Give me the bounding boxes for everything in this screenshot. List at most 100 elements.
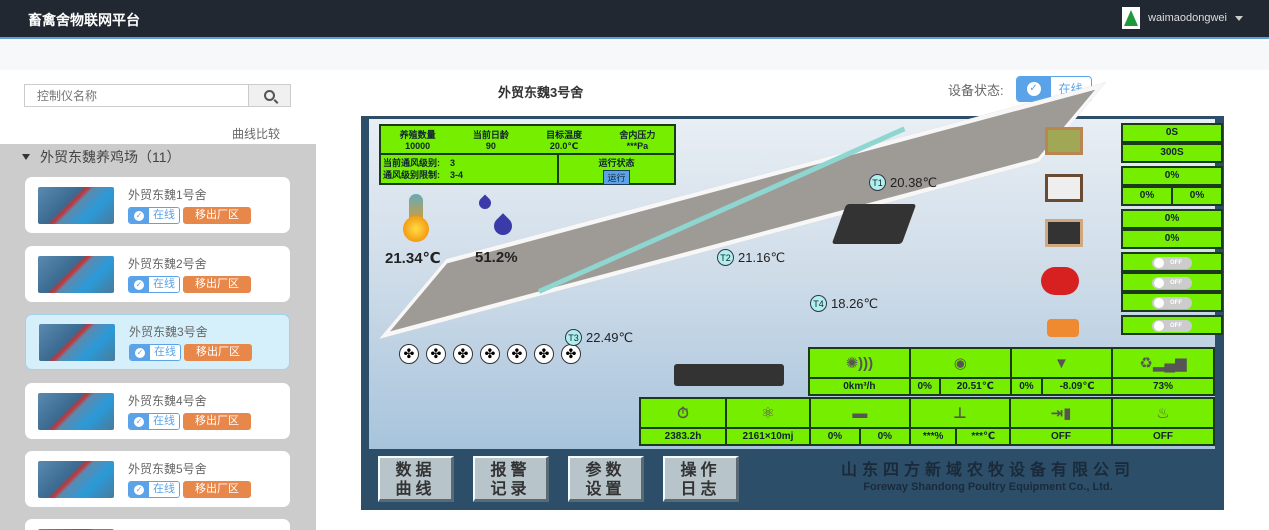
farm-group-header[interactable]: 外贸东魏养鸡场（11） [0, 144, 316, 170]
check-icon: ✓ [135, 347, 145, 358]
parameter-settings-button[interactable]: 参数设置 [568, 456, 644, 502]
house-name: 外贸东魏1号舍 [128, 188, 207, 202]
run-state-button[interactable]: 运行 [603, 170, 630, 185]
company-name-cn: 山东四方新域农牧设备有限公司 [841, 462, 1136, 479]
valve-temp: ***℃ [955, 427, 1011, 446]
inlet-window-icon[interactable] [1045, 127, 1083, 155]
controller-device[interactable] [674, 364, 784, 386]
company-logo-icon [1122, 7, 1141, 29]
check-icon: ✓ [134, 279, 144, 290]
right-status-grid: 0S 300S 0% 0%0% 0% 0% OFF OFF OFF OFF [1121, 123, 1223, 335]
timer-toggle[interactable]: OFF [1152, 320, 1192, 332]
online-badge: ✓在线 [128, 481, 180, 498]
data-curve-button[interactable]: 数据曲线 [378, 456, 454, 502]
pad-temp: -8.09℃ [1041, 377, 1113, 396]
door-opening-2: 0% [1164, 233, 1180, 244]
info-label: 养殖数量 [399, 130, 436, 140]
curve-compare-link[interactable]: 曲线比较 [232, 127, 281, 141]
run-state-label: 运行状态 [598, 158, 635, 168]
blower-icon: ◉ [908, 347, 1012, 379]
door-state: OFF [1009, 427, 1113, 446]
bottom-status-lower: ⏱ ⚛ ▬ ⊥ ⇥▮ ♨ 2383.2h 2161×10mj 0% 0% ***… [639, 397, 1215, 446]
heater-toggle-3[interactable]: OFF [1152, 297, 1192, 309]
fan-icon[interactable]: ✤ [453, 344, 473, 364]
fan-icon[interactable]: ✤ [561, 344, 581, 364]
fan-icon[interactable]: ✤ [399, 344, 419, 364]
vent-limit-value: 3-4 [450, 170, 464, 180]
energy-value: 2161×10mj [725, 427, 811, 446]
check-icon: ✓ [134, 210, 144, 221]
fan-icon[interactable]: ✤ [426, 344, 446, 364]
check-icon: ✓ [134, 416, 144, 427]
house-card[interactable]: 外贸东魏2号舍 ✓在线移出厂区 [25, 246, 290, 302]
house-thumbnail [38, 528, 114, 530]
search-input[interactable] [25, 85, 248, 106]
check-icon: ✓ [1026, 82, 1041, 96]
house-card[interactable] [25, 519, 290, 530]
house-thumbnail [38, 392, 114, 430]
alarm-record-button[interactable]: 报警记录 [473, 456, 549, 502]
company-branding: 山东四方新域农牧设备有限公司 Foreway Shandong Poultry … [841, 456, 1135, 493]
heat-exchanger-device[interactable] [831, 204, 917, 244]
indoor-humidity: 51.2% [475, 249, 518, 266]
search-icon [264, 90, 275, 101]
energy-icon: ⚛ [725, 397, 811, 429]
chevron-down-icon[interactable] [1235, 15, 1243, 21]
company-name-en: Foreway Shandong Poultry Equipment Co., … [863, 481, 1113, 493]
remove-from-farm-button[interactable]: 移出厂区 [183, 276, 251, 293]
remove-from-farm-button[interactable]: 移出厂区 [184, 344, 252, 361]
tunnel-door-icon[interactable] [1045, 219, 1083, 247]
runtime-value: 2383.2h [639, 427, 727, 446]
panel-a: 0% [809, 427, 861, 446]
remove-from-farm-button[interactable]: 移出厂区 [183, 413, 251, 430]
door-icon: ⇥▮ [1009, 397, 1113, 429]
house-card-selected[interactable]: 外贸东魏3号舍 ✓在线移出厂区 [25, 314, 290, 370]
fan-icon[interactable]: ✤ [507, 344, 527, 364]
window-right: 0% [1171, 188, 1221, 204]
app-title: 畜禽舍物联网平台 [28, 12, 140, 28]
remove-from-farm-button[interactable]: 移出厂区 [183, 207, 251, 224]
heater-toggle-1[interactable]: OFF [1152, 257, 1192, 269]
fan-icon[interactable]: ✤ [480, 344, 500, 364]
house-card[interactable]: 外贸东魏1号舍 ✓在线移出厂区 [25, 177, 290, 233]
house-card[interactable]: 外贸东魏5号舍 ✓在线移出厂区 [25, 451, 290, 507]
online-badge: ✓在线 [128, 276, 180, 293]
operation-log-button[interactable]: 操作日志 [663, 456, 739, 502]
caret-down-icon [22, 154, 30, 160]
indoor-temperature: 21.34℃ [385, 250, 441, 267]
timer-icon[interactable] [1047, 319, 1079, 337]
top-navbar: 畜禽舍物联网平台 waimaodongwei [0, 0, 1269, 39]
airflow-icon: ✺))) [808, 347, 911, 379]
house-name: 外贸东魏5号舍 [128, 462, 207, 476]
side-window-icon[interactable] [1045, 174, 1083, 202]
online-badge: ✓在线 [128, 413, 180, 430]
thermometer-icon [403, 194, 429, 242]
valve-icon: ⊥ [908, 397, 1012, 429]
blower-percent: 0% [908, 377, 941, 396]
remove-from-farm-button[interactable]: 移出厂区 [183, 481, 251, 498]
heater-icon[interactable] [1041, 267, 1079, 295]
heater-state: OFF [1111, 427, 1215, 446]
house-card[interactable]: 外贸东魏4号舍 ✓在线移出厂区 [25, 383, 290, 439]
username: waimaodongwei [1148, 12, 1227, 24]
fan-icon[interactable]: ✤ [534, 344, 554, 364]
search-button[interactable] [248, 85, 290, 106]
heating-icon: ♨ [1111, 397, 1215, 429]
house-name: 外贸东魏2号舍 [128, 257, 207, 271]
cooling-pad-icon: ▼ [1009, 347, 1114, 379]
info-value: 90 [485, 141, 496, 151]
device-status-label: 设备状态: [948, 82, 1004, 98]
heater-toggle-2[interactable]: OFF [1152, 277, 1192, 289]
user-menu[interactable]: waimaodongwei [1122, 7, 1243, 29]
cycle-total-time: 300S [1160, 147, 1184, 158]
house-name: 外贸东魏4号舍 [128, 394, 207, 408]
function-buttons: 数据曲线 报警记录 参数设置 操作日志 [378, 456, 739, 502]
sidebar: 外贸东魏养鸡场（11） 外贸东魏1号舍 ✓在线移出厂区 外贸东魏2号舍 ✓在线移… [0, 144, 316, 530]
